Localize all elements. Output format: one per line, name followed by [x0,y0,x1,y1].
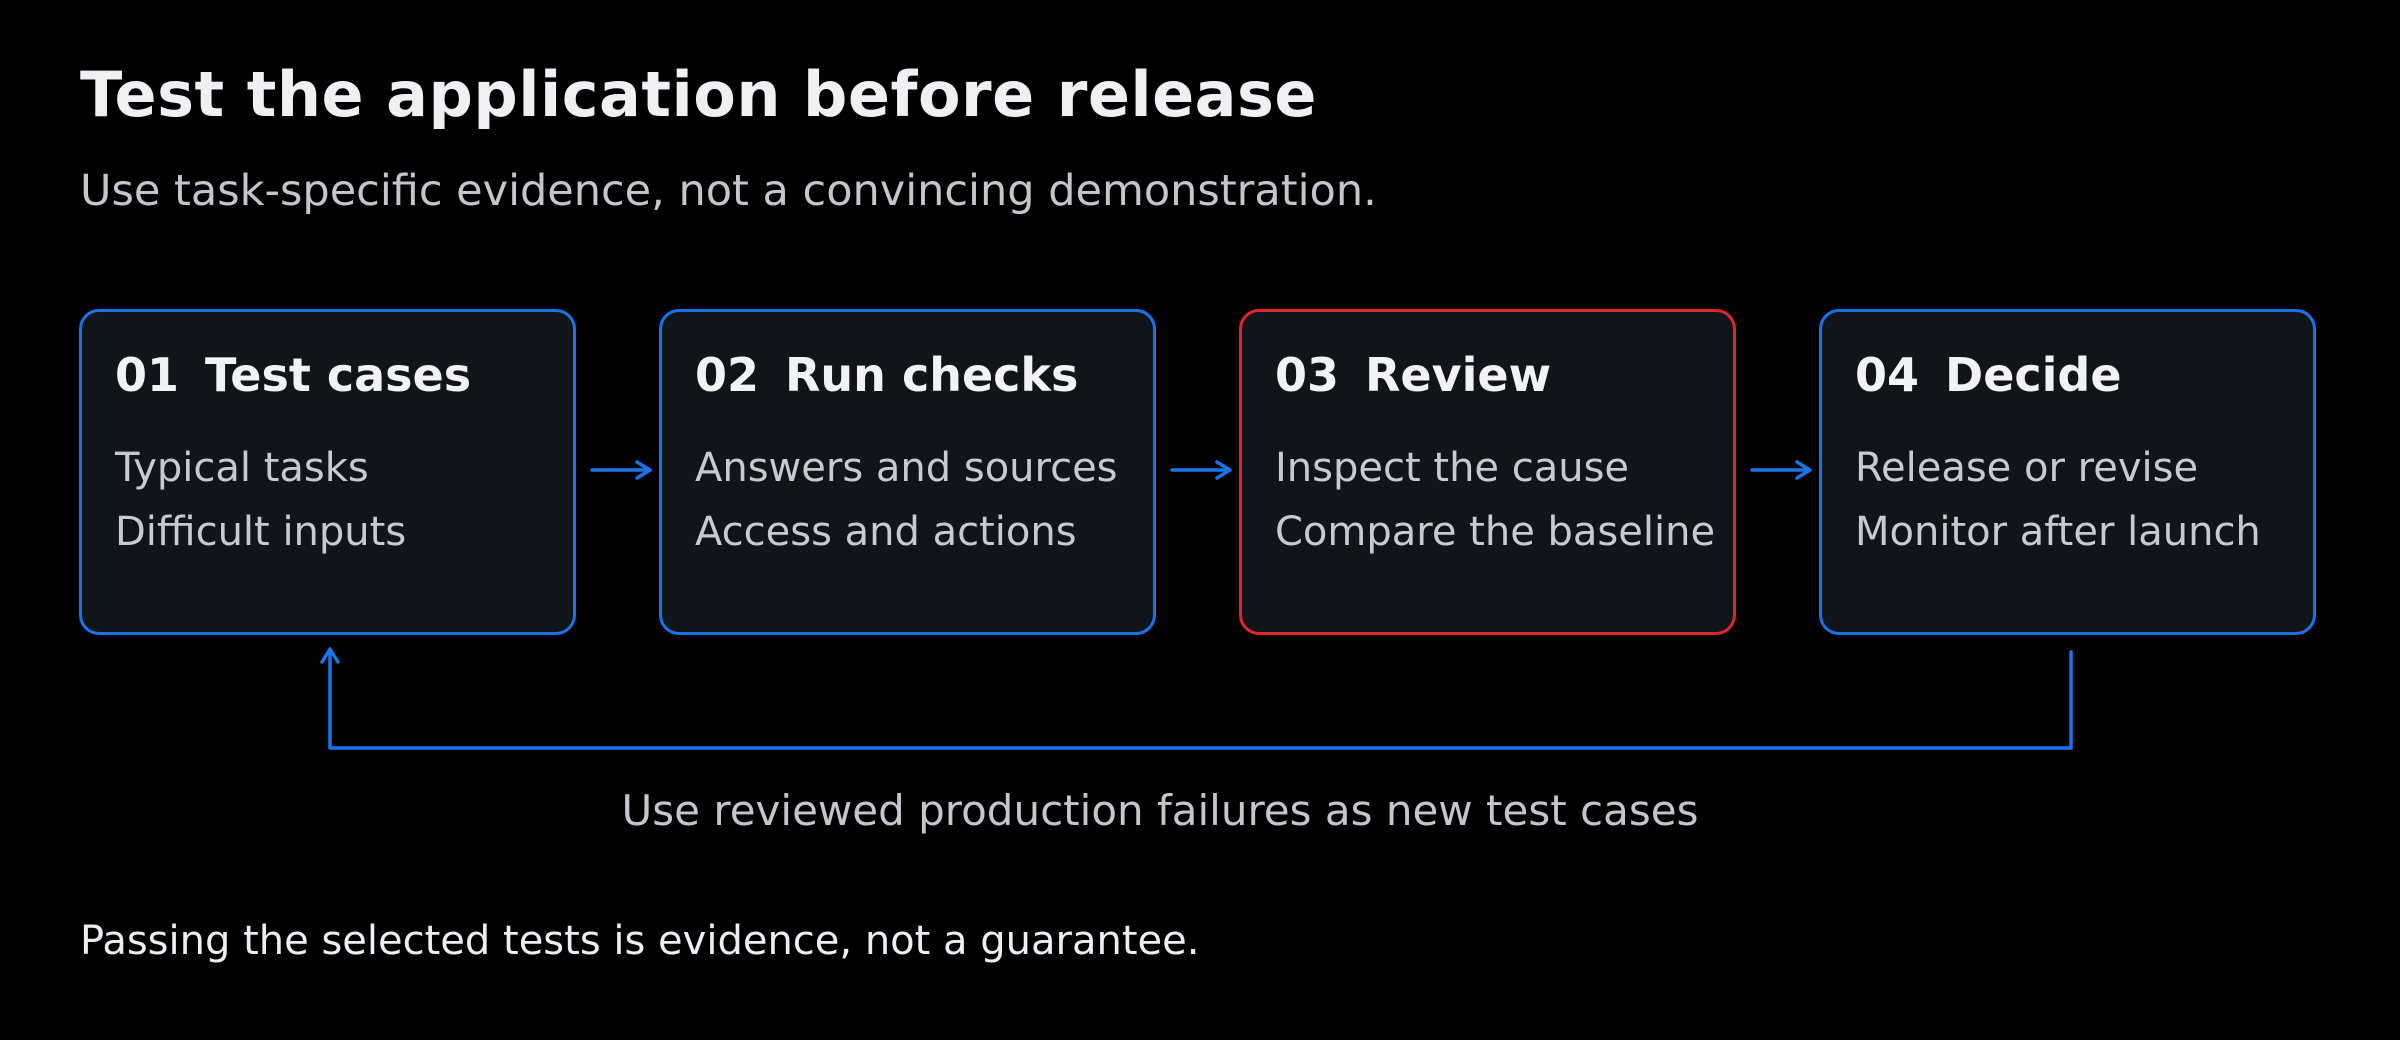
step-label: Review [1365,348,1552,402]
flow-arrow-3-to-4 [1750,460,1812,480]
step-detail: Difficult inputs [115,509,407,555]
step-heading: 02 Run checks [695,348,1078,402]
page-title: Test the application before release [80,58,1317,131]
step-number: 02 [695,348,760,402]
step-number: 04 [1855,348,1920,402]
step-box-run-checks: 02 Run checks Answers and sources Access … [659,309,1156,635]
step-detail: Release or revise [1855,445,2199,491]
step-detail: Typical tasks [115,445,369,491]
step-detail: Answers and sources [695,445,1118,491]
step-heading: 01 Test cases [115,348,471,402]
step-detail: Compare the baseline [1275,509,1716,555]
step-heading: 03 Review [1275,348,1551,402]
flow-arrow-1-to-2 [590,460,652,480]
feedback-loop-arrow [320,647,2073,750]
step-heading: 04 Decide [1855,348,2122,402]
step-number: 01 [115,348,180,402]
step-box-review: 03 Review Inspect the cause Compare the b… [1239,309,1736,635]
step-detail: Monitor after launch [1855,509,2261,555]
feedback-loop-label: Use reviewed production failures as new … [621,786,1699,835]
step-number: 03 [1275,348,1340,402]
page-subtitle: Use task-specific evidence, not a convin… [80,166,1377,216]
step-box-decide: 04 Decide Release or revise Monitor after… [1819,309,2316,635]
footnote: Passing the selected tests is evidence, … [80,918,1200,964]
step-detail: Inspect the cause [1275,445,1630,491]
step-label: Decide [1945,348,2122,402]
step-label: Run checks [785,348,1079,402]
step-box-test-cases: 01 Test cases Typical tasks Difficult inp… [79,309,576,635]
step-detail: Access and actions [695,509,1077,555]
flow-arrow-2-to-3 [1170,460,1232,480]
step-label: Test cases [205,348,472,402]
